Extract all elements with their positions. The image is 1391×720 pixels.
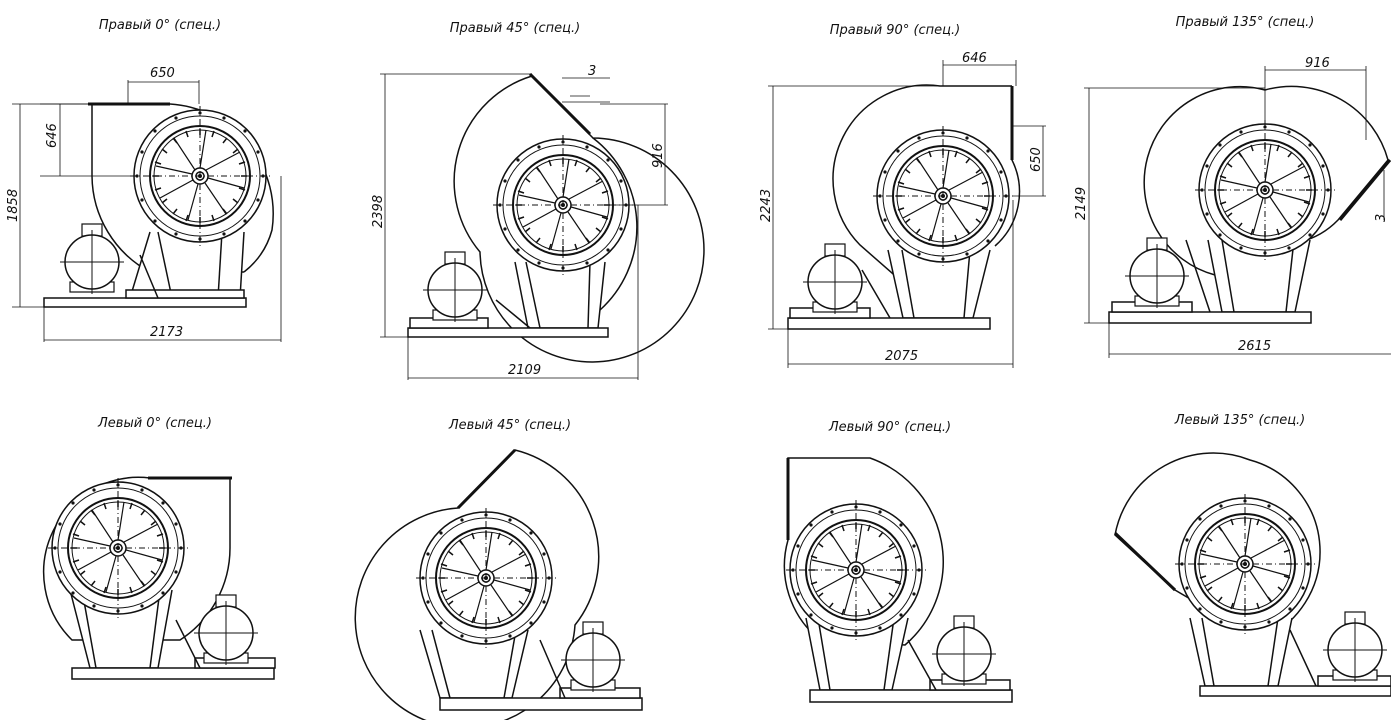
dim-3-135: 3 bbox=[1374, 214, 1389, 222]
dim-2173: 2173 bbox=[150, 325, 183, 340]
caption-right-135: Правый 135° (спец.) bbox=[1175, 15, 1315, 30]
caption-left-90: Левый 90° (спец.) bbox=[828, 420, 952, 435]
caption-left-45: Левый 45° (спец.) bbox=[448, 418, 572, 433]
dim-2398: 2398 bbox=[371, 195, 386, 228]
dims-right-135 bbox=[1084, 66, 1391, 358]
caption-right-0: Правый 0° (спец.) bbox=[98, 18, 222, 33]
dim-916-135: 916 bbox=[1305, 56, 1330, 71]
dim-1858: 1858 bbox=[6, 189, 21, 222]
dim-2615: 2615 bbox=[1238, 339, 1271, 354]
dims-right-0 bbox=[12, 80, 282, 342]
caption-right-45: Правый 45° (спец.) bbox=[449, 21, 581, 36]
dim-646: 646 bbox=[45, 123, 60, 148]
dim-3: 3 bbox=[588, 64, 596, 79]
dim-2075: 2075 bbox=[885, 349, 918, 364]
dims-right-45 bbox=[380, 73, 668, 380]
caption-left-0: Левый 0° (спец.) bbox=[98, 416, 212, 431]
caption-right-90: Правый 90° (спец.) bbox=[829, 23, 961, 38]
dim-2109: 2109 bbox=[508, 363, 541, 378]
caption-left-135: Левый 135° (спец.) bbox=[1174, 413, 1306, 428]
dim-650: 650 bbox=[150, 66, 175, 81]
dim-2243: 2243 bbox=[759, 189, 774, 222]
dim-646-90: 646 bbox=[962, 51, 987, 66]
dims-right-90 bbox=[768, 60, 1046, 368]
dim-916: 916 bbox=[651, 143, 666, 168]
dim-650-90: 650 bbox=[1029, 147, 1044, 172]
dim-2149: 2149 bbox=[1074, 187, 1089, 220]
